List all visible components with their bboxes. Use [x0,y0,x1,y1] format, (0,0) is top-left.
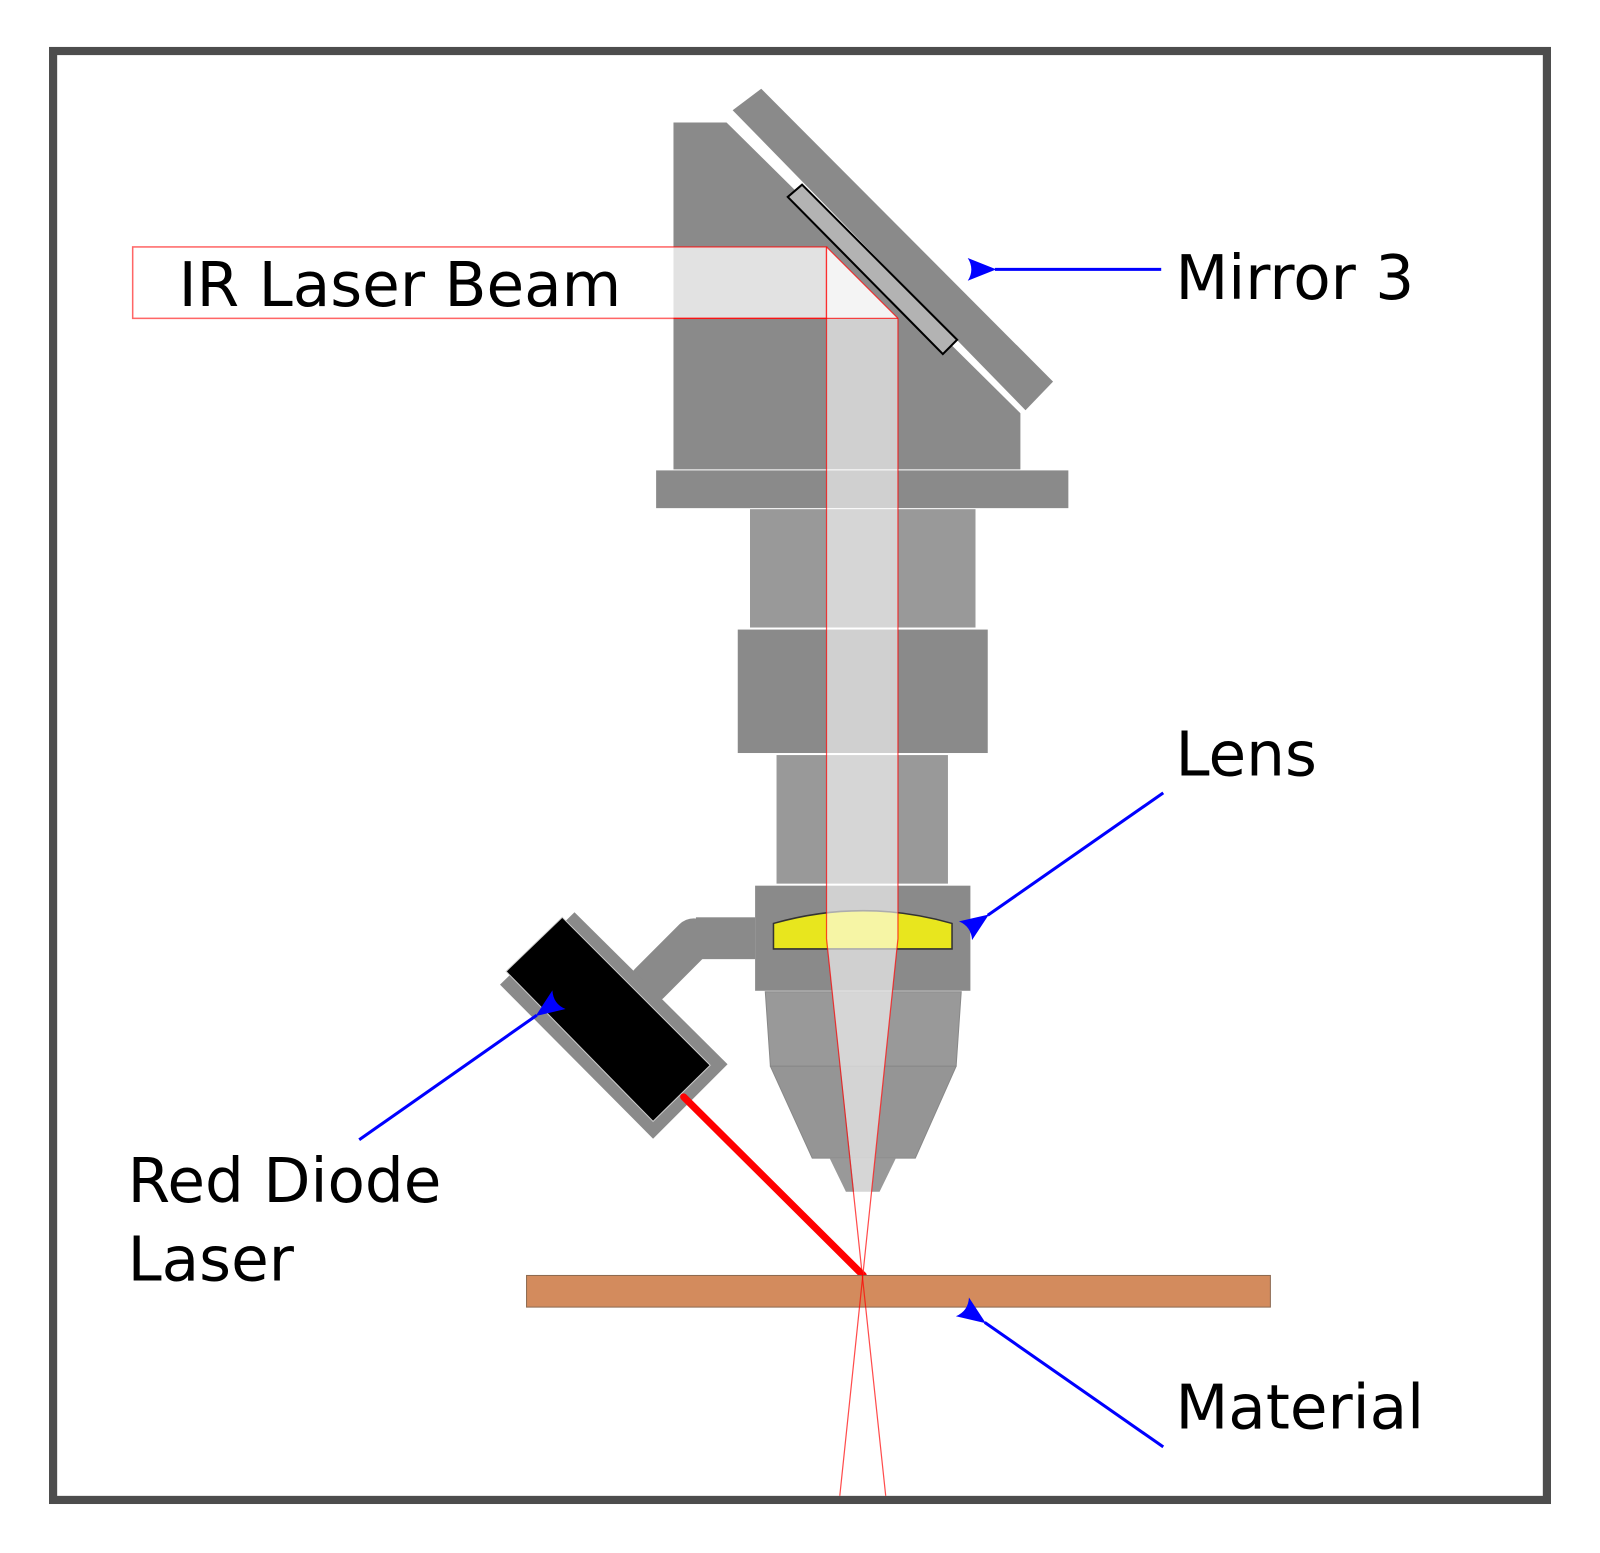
diode-label-line1: Red Diode [128,1146,442,1217]
mirror-3-glass [786,183,959,356]
lens-label: Lens [1175,719,1316,790]
material [526,1274,1271,1308]
diode-arm [695,917,756,960]
material-label: Material [1175,1373,1424,1444]
ir-beam-label: IR Laser Beam [179,250,622,321]
mirror-3-plate [732,88,1054,411]
material-arrow [955,1297,1165,1449]
diode-arrow [358,990,566,1142]
ir-beam-edge-right [826,246,899,1496]
red-diode-laser [505,916,711,1123]
mirror-label: Mirror 3 [1175,243,1414,314]
diode-label-line2: Laser [128,1225,295,1296]
red-diode-beam [680,1093,867,1280]
diode-arm-diagonal [628,918,715,1005]
ir-beam-vertical [826,318,898,1276]
ir-beam-horizontal [131,246,828,320]
ir-beam-edge-left [825,246,887,1496]
lens-arrow [958,791,1165,941]
